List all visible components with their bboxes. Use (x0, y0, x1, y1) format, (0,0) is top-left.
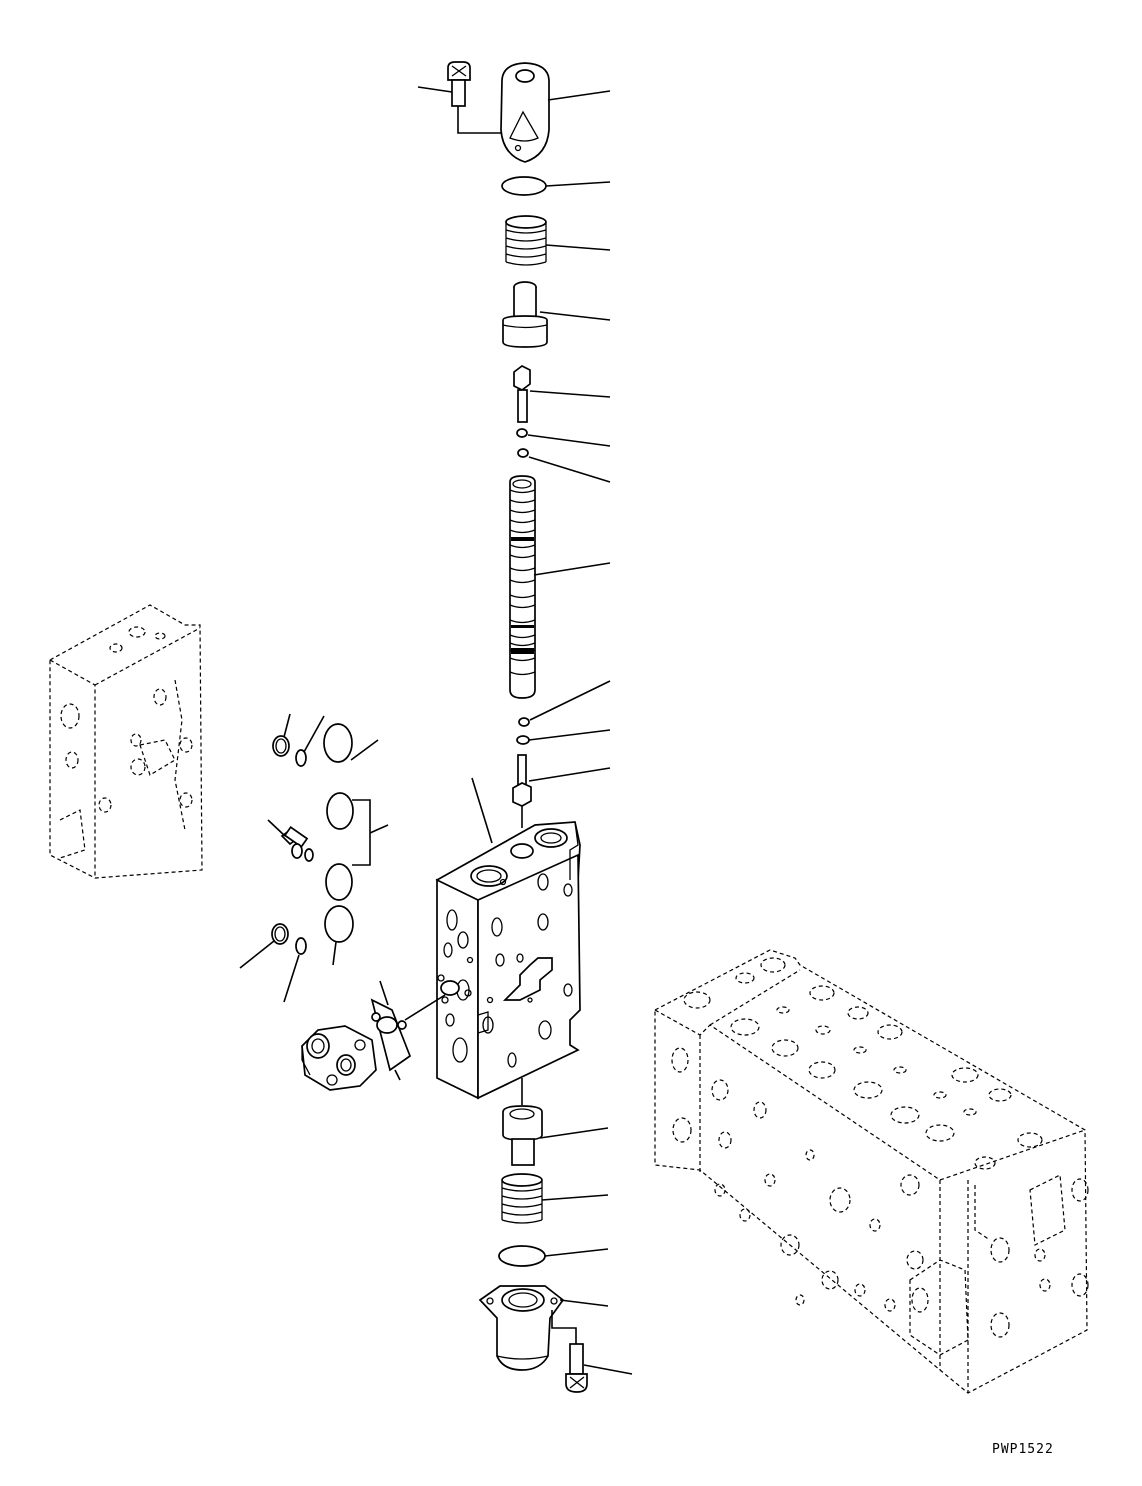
cap-bolt-bottom (565, 1343, 633, 1393)
spring-cap-bottom (478, 1285, 609, 1371)
side-seals (239, 713, 389, 1003)
small-o-ring-lower (518, 680, 611, 727)
valve-section-body (435, 777, 581, 1105)
spring-top (505, 215, 611, 266)
small-backup-ring-lower (516, 729, 611, 745)
o-ring-bottom (498, 1245, 609, 1267)
spring-retainer-top (502, 281, 611, 348)
spring-bottom (501, 1173, 609, 1224)
left-reference-valve-block (49, 604, 203, 879)
plug-pin (512, 754, 611, 828)
spring-retainer-bottom (502, 1105, 609, 1166)
drawing-code: PWP1522 (992, 1442, 1054, 1457)
valve-spool (509, 475, 611, 699)
gasket-plate (370, 980, 446, 1081)
side-port-block (301, 1025, 377, 1091)
cap-bolt-top (417, 61, 515, 134)
spring-cap-top (500, 62, 611, 163)
o-ring-top (501, 176, 611, 196)
stopper-pin (513, 365, 611, 423)
right-reference-control-valve (654, 949, 1089, 1394)
small-backup-ring-upper (517, 448, 611, 483)
small-o-ring-upper (516, 428, 611, 447)
